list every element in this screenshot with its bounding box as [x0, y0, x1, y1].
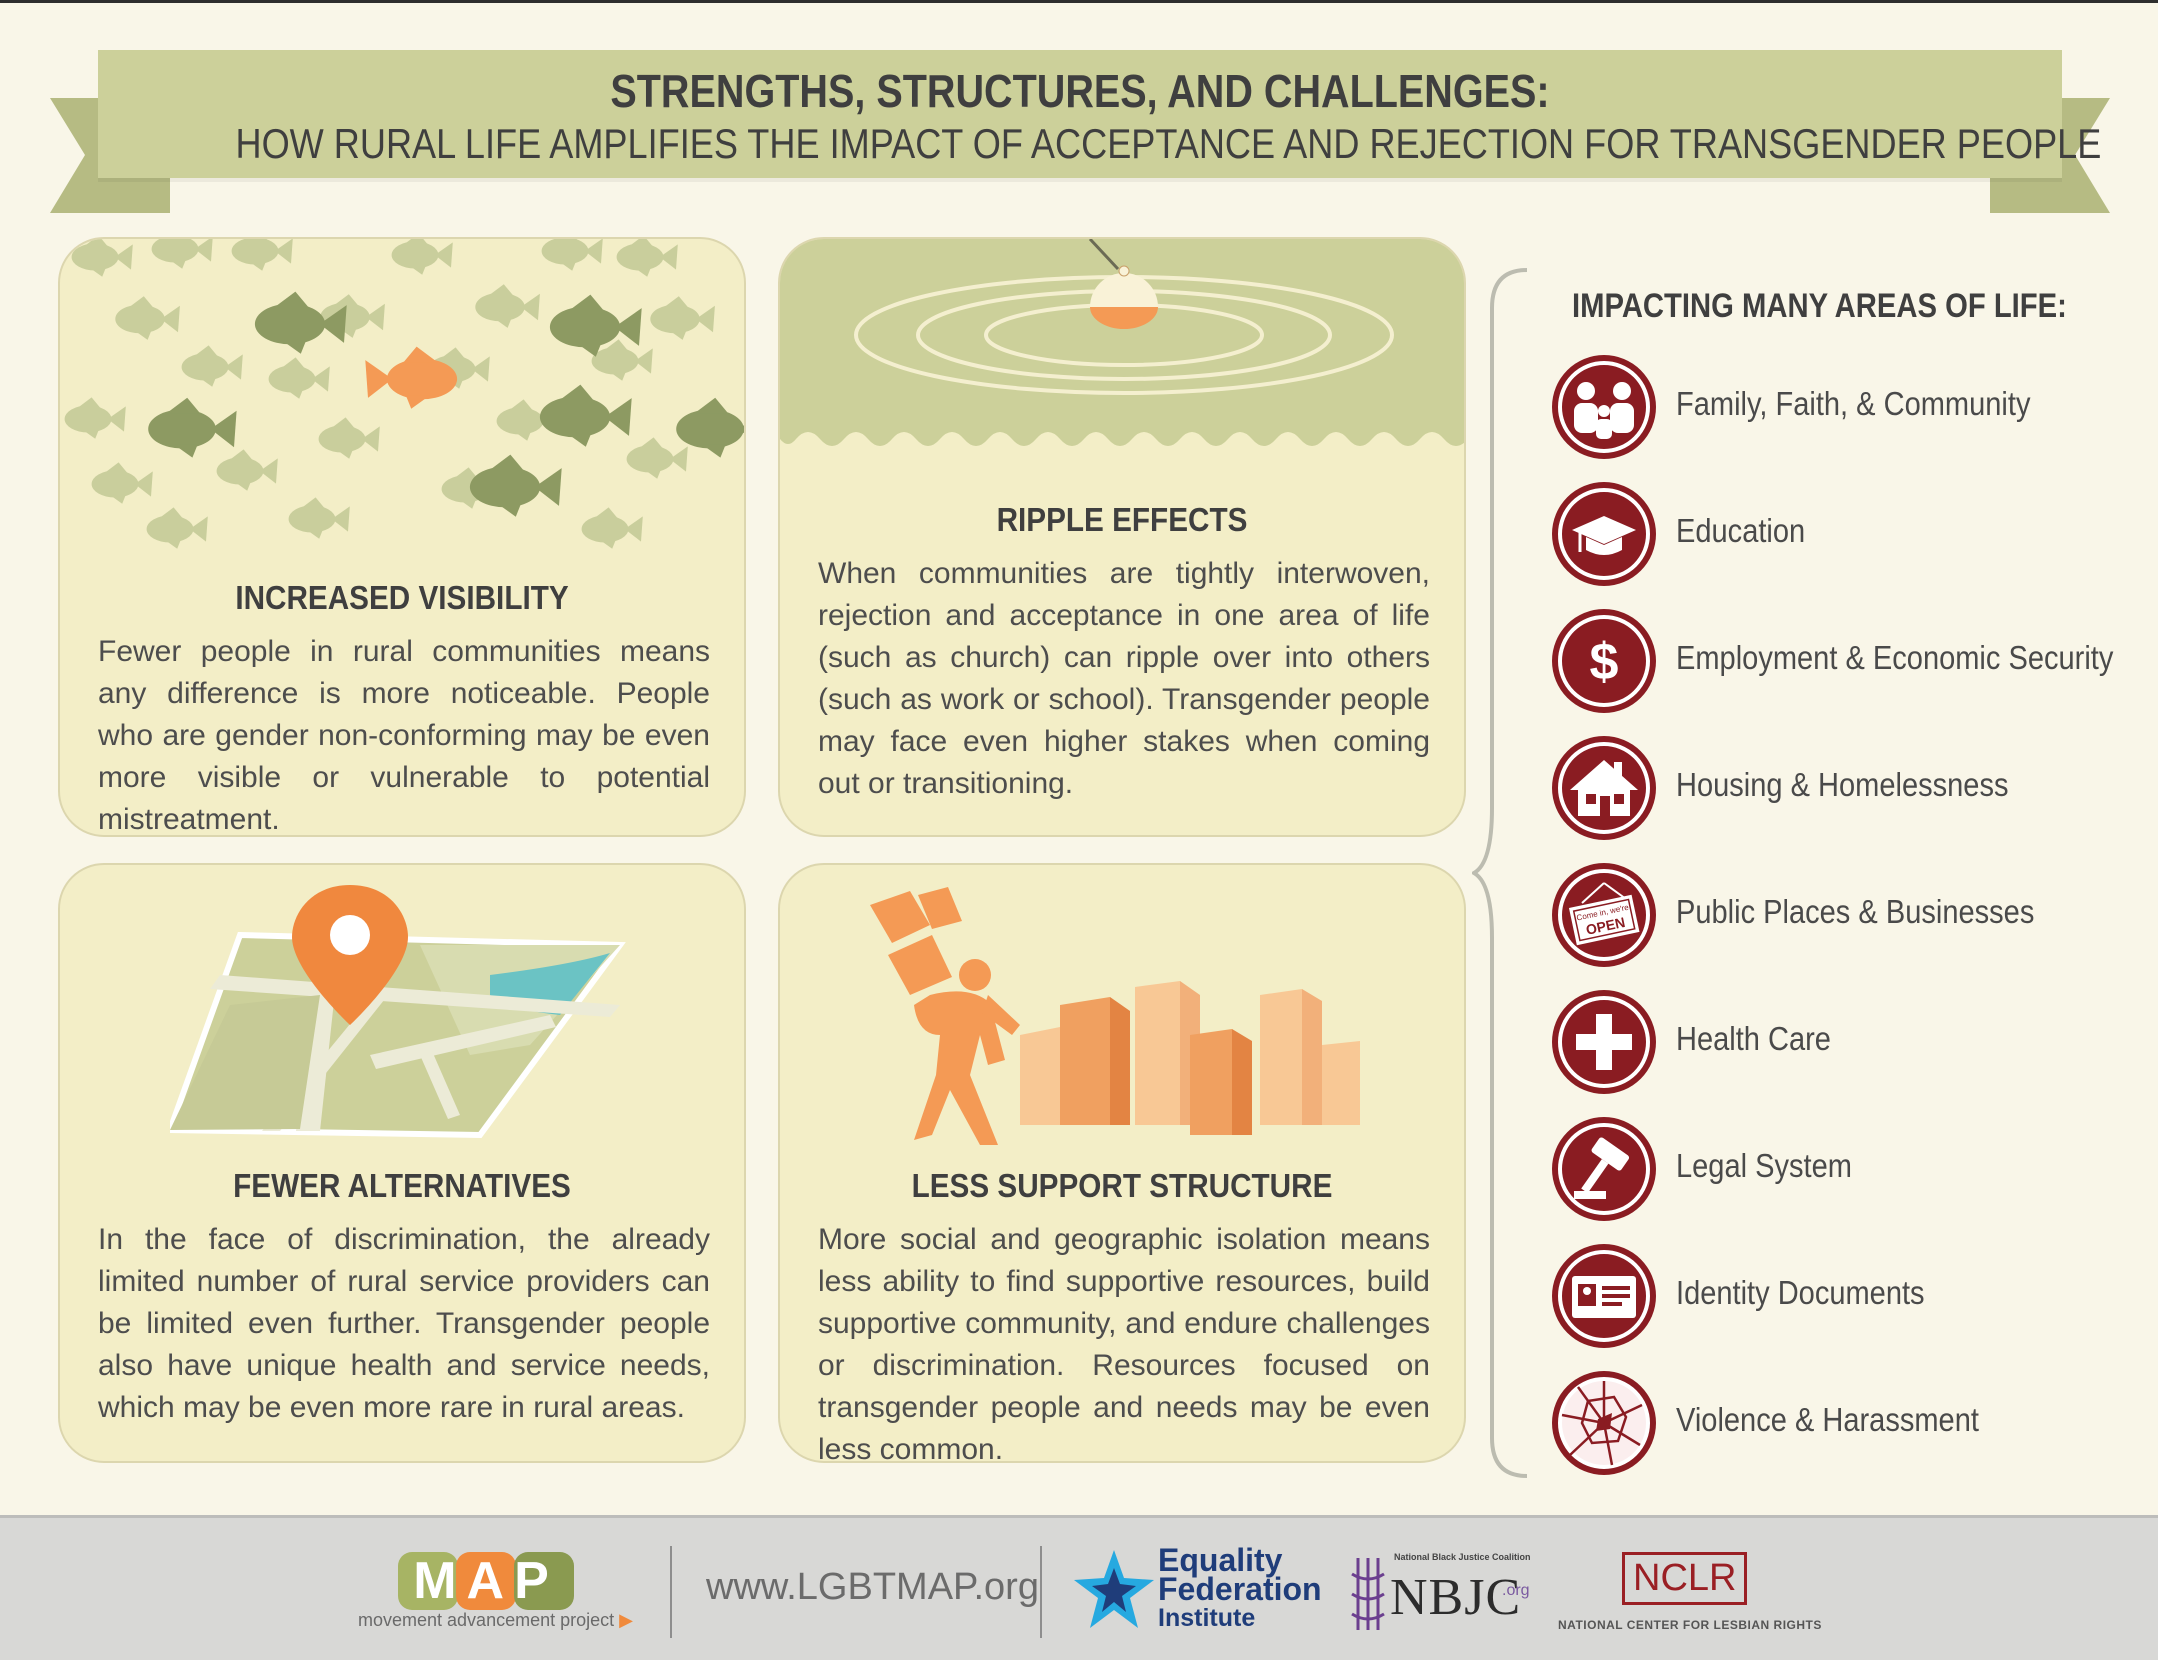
map-logo[interactable]: MAP	[398, 1548, 578, 1614]
panel-ripple-effects: RIPPLE EFFECTS When communities are tigh…	[778, 237, 1466, 837]
footer: MAP movement advancement project ▶ www.L…	[0, 1515, 2158, 1660]
page-subtitle: HOW RURAL LIFE AMPLIFIES THE IMPACT OF A…	[235, 120, 2102, 167]
panel-title: INCREASED VISIBILITY	[235, 579, 569, 616]
nbjc-full-name: National Black Justice Coalition	[1394, 1552, 1531, 1562]
family-icon	[1552, 355, 1656, 459]
fish-school-illustration	[64, 239, 744, 549]
banner-band: STRENGTHS, STRUCTURES, AND CHALLENGES: H…	[98, 50, 2102, 178]
gavel-icon	[1552, 1117, 1656, 1221]
map-illustration	[170, 885, 626, 1139]
svg-text:$: $	[1590, 633, 1619, 691]
top-rule	[0, 0, 2158, 3]
dollar-icon: $	[1552, 609, 1656, 713]
area-label: Education	[1676, 512, 1806, 549]
page-title: STRENGTHS, STRUCTURES, AND CHALLENGES:	[610, 65, 1550, 117]
open-sign-icon: Come in, we're OPEN	[1552, 863, 1656, 967]
nbjc-logo[interactable]: NBJC	[1390, 1569, 1522, 1626]
star-icon	[1074, 1550, 1154, 1628]
panel-increased-visibility: INCREASED VISIBILITY Fewer people in rur…	[58, 237, 746, 837]
ripple-water-illustration	[780, 239, 1464, 446]
panel-body: When communities are tightly interwoven,…	[818, 557, 1430, 800]
panel-less-support-structure: LESS SUPPORT STRUCTURE More social and g…	[778, 863, 1466, 1463]
area-item-family: Family, Faith, & Community	[1552, 355, 2112, 465]
house-icon	[1552, 736, 1656, 840]
panel-title: RIPPLE EFFECTS	[996, 501, 1248, 538]
panel-title: LESS SUPPORT STRUCTURE	[911, 1167, 1333, 1204]
medical-cross-icon	[1552, 990, 1656, 1094]
id-card-icon	[1552, 1244, 1656, 1348]
fishing-bobber-icon	[1090, 265, 1158, 329]
nclr-logo[interactable]: NCLR	[1622, 1552, 1748, 1605]
play-arrow-icon: ▶	[619, 1610, 633, 1630]
area-label: Family, Faith, & Community	[1676, 385, 2031, 422]
area-label: Legal System	[1676, 1147, 1852, 1184]
area-label: Public Places & Businesses	[1676, 893, 2035, 930]
area-item-health-care: Health Care	[1552, 990, 2112, 1100]
footer-divider	[670, 1546, 672, 1638]
nclr-full-name: NATIONAL CENTER FOR LESBIAN RIGHTS	[1558, 1618, 1822, 1632]
panel-fewer-alternatives: FEWER ALTERNATIVES In the face of discri…	[58, 863, 746, 1463]
areas-title: IMPACTING MANY AREAS OF LIFE:	[1572, 287, 2067, 325]
area-item-legal-system: Legal System	[1552, 1117, 2112, 1227]
nbjc-emblem-icon	[1351, 1558, 1385, 1630]
curly-brace	[1472, 268, 1528, 1478]
title-banner: STRENGTHS, STRUCTURES, AND CHALLENGES: H…	[50, 50, 2110, 220]
area-label: Identity Documents	[1676, 1274, 1925, 1311]
orange-fish-icon	[365, 346, 458, 409]
area-label: Violence & Harassment	[1676, 1401, 1979, 1438]
location-pin-icon	[292, 885, 408, 1025]
panel-body: More social and geographic isolation mea…	[818, 1223, 1430, 1463]
person-carrying-boxes-icon	[870, 887, 1020, 1145]
area-label: Housing & Homelessness	[1676, 766, 2009, 803]
area-item-identity-documents: Identity Documents	[1552, 1244, 2112, 1354]
footer-divider	[1040, 1546, 1042, 1638]
map-tagline: movement advancement project ▶	[358, 1610, 633, 1630]
graduation-cap-icon	[1552, 482, 1656, 586]
area-item-public-places: Come in, we're OPEN Public Places & Busi…	[1552, 863, 2112, 973]
nbjc-org: .org	[1502, 1582, 1530, 1599]
equality-federation-logo[interactable]: Equality Federation Institute	[1158, 1542, 1322, 1632]
panel-body: Fewer people in rural communities means …	[98, 635, 710, 836]
carrying-boxes-illustration	[870, 887, 1360, 1145]
area-label: Employment & Economic Security	[1676, 639, 2114, 676]
website-link[interactable]: www.LGBTMAP.org	[706, 1566, 1039, 1608]
area-item-violence: Violence & Harassment	[1552, 1371, 2112, 1481]
panel-body: In the face of discrimination, the alrea…	[98, 1223, 710, 1424]
area-item-housing: Housing & Homelessness	[1552, 736, 2112, 846]
shattered-glass-icon	[1552, 1371, 1656, 1475]
panel-title: FEWER ALTERNATIVES	[233, 1167, 571, 1204]
area-item-education: Education	[1552, 482, 2112, 592]
area-label: Health Care	[1676, 1020, 1831, 1057]
area-item-employment: $ Employment & Economic Security	[1552, 609, 2114, 719]
svg-text:MAP: MAP	[413, 1552, 559, 1610]
